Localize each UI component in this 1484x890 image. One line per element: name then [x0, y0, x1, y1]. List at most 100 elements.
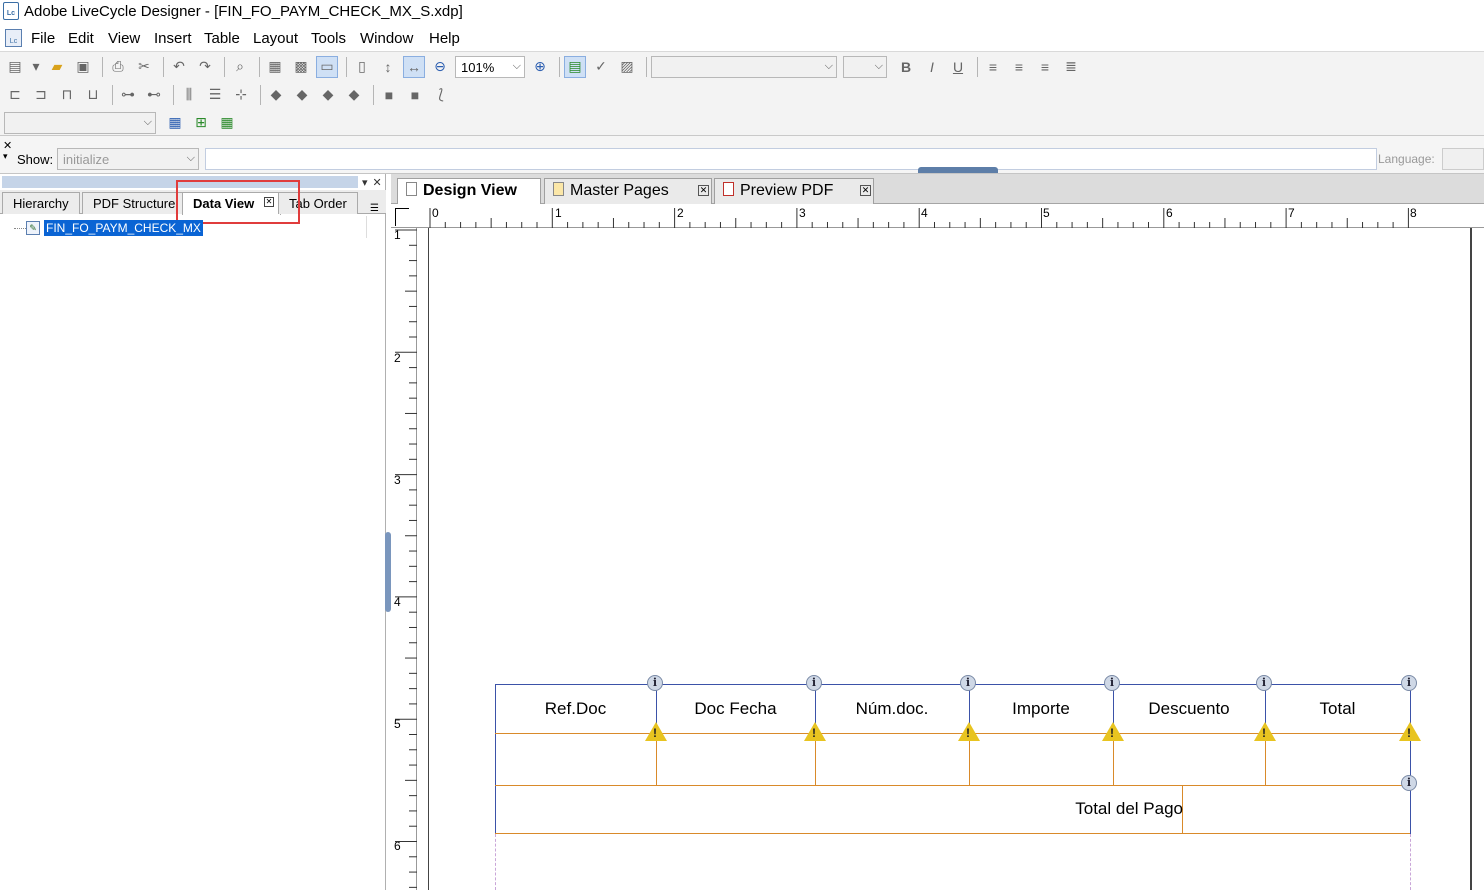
close-script-editor-icon[interactable]: ✕ [3, 140, 13, 152]
info-icon[interactable]: i [1401, 775, 1417, 791]
header-cell-importe[interactable]: Importe [969, 684, 1113, 733]
warning-icon[interactable]: ! [1102, 722, 1124, 741]
save-icon[interactable]: ▣ [76, 58, 90, 74]
insert-column-icon[interactable]: ▦ [220, 114, 234, 130]
tab-design-view[interactable]: Design View [397, 178, 541, 205]
menu-help[interactable]: Help [429, 30, 460, 47]
font-size-select[interactable]: ⌵ [843, 55, 887, 78]
tab-hierarchy[interactable]: Hierarchy [2, 192, 80, 214]
send-backward-icon[interactable]: ◆ [348, 86, 360, 102]
arrange-front-icon[interactable]: ◆ [270, 86, 282, 102]
collapse-icon[interactable]: ▾ [3, 151, 8, 161]
header-cell-descuento[interactable]: Descuento [1113, 684, 1265, 733]
redo-icon[interactable]: ↷ [199, 58, 211, 74]
menu-window[interactable]: Window [360, 30, 414, 47]
header-cell-doc-fecha[interactable]: Doc Fecha [656, 684, 815, 733]
tab-tab-order[interactable]: Tab Order [278, 192, 358, 214]
tab-master-pages[interactable]: Master Pages ✕ [544, 178, 712, 204]
style-select[interactable]: ⌵ [4, 111, 156, 134]
cut-icon[interactable]: ✂ [138, 58, 150, 74]
open-folder-icon[interactable]: ▰ [51, 58, 63, 74]
zoom-out-icon[interactable]: ⊖ [434, 58, 446, 74]
image-icon[interactable]: ▨ [620, 58, 634, 74]
tree-scrollbar[interactable] [366, 216, 382, 238]
page-icon[interactable]: ▯ [358, 58, 366, 74]
menu-insert[interactable]: Insert [154, 30, 192, 47]
palette-menu-close-icon[interactable]: ▾✕ [362, 177, 387, 189]
bold-icon[interactable]: B [900, 58, 912, 75]
warning-icon[interactable]: ! [1254, 722, 1276, 741]
insert-row-icon[interactable]: ⊞ [195, 114, 207, 130]
menu-file[interactable]: File [31, 30, 56, 47]
warning-icon[interactable]: ! [645, 722, 667, 741]
info-icon[interactable]: i [1104, 675, 1120, 691]
total-del-pago-value[interactable] [1183, 786, 1410, 833]
insert-table-icon[interactable]: ▦ [168, 114, 182, 130]
menu-tools[interactable]: Tools [311, 30, 347, 47]
header-cell-total[interactable]: Total [1265, 684, 1410, 733]
warning-icon[interactable]: ! [804, 722, 826, 741]
script-input[interactable] [205, 148, 1377, 170]
show-event-select[interactable]: initialize ⌵ [57, 148, 199, 170]
snap-grid-icon[interactable]: ▩ [294, 58, 308, 74]
align-right-edges-icon[interactable]: ⊐ [35, 86, 47, 102]
align-center-icon[interactable]: ≡ [1014, 58, 1024, 75]
find-icon[interactable]: ⌕ [236, 58, 244, 74]
body-cell-total[interactable] [1266, 734, 1410, 785]
body-cell-doc-fecha[interactable] [657, 734, 815, 785]
align-left-edges-icon[interactable]: ⊏ [9, 86, 21, 102]
close-tab-icon[interactable]: ✕ [264, 197, 274, 207]
align-left-icon[interactable]: ≡ [988, 58, 998, 75]
bring-forward-icon[interactable]: ◆ [322, 86, 334, 102]
arrange-back-icon[interactable]: ◆ [296, 86, 308, 102]
justify-icon[interactable]: ≣ [1065, 58, 1077, 74]
info-icon[interactable]: i [647, 675, 663, 691]
menu-edit[interactable]: Edit [68, 30, 94, 47]
italic-icon[interactable]: I [930, 58, 934, 75]
font-family-select[interactable]: ⌵ [651, 55, 837, 78]
align-right-icon[interactable]: ≡ [1040, 58, 1050, 75]
menu-table[interactable]: Table [204, 30, 240, 47]
tree-root-node[interactable]: FIN_FO_PAYM_CHECK_MX [44, 220, 203, 236]
check-script-icon[interactable]: ▤ [564, 55, 586, 78]
total-del-pago-label[interactable]: Total del Pago [1075, 799, 1183, 818]
body-cell-importe[interactable] [970, 734, 1113, 785]
new-dropdown-icon[interactable]: ▾ [32, 58, 40, 74]
body-cell-num-doc[interactable] [816, 734, 969, 785]
underline-icon[interactable]: U [952, 58, 964, 75]
fit-height-icon[interactable]: ↕ [384, 58, 392, 75]
new-document-icon[interactable]: ▤ [8, 58, 22, 74]
print-icon[interactable]: ⎙ [112, 58, 124, 74]
tab-data-view[interactable]: Data View [182, 192, 282, 215]
body-cell-ref-doc[interactable] [496, 734, 656, 785]
distribute-vertical-icon[interactable]: ☰ [208, 86, 222, 102]
close-tab-icon[interactable]: ✕ [698, 185, 709, 196]
zoom-in-icon[interactable]: ⊕ [534, 58, 546, 74]
same-size-icon[interactable]: ⟅ [438, 86, 444, 102]
distribute-horizontal-icon[interactable]: ⫼ [185, 86, 193, 102]
header-cell-num-doc[interactable]: Núm.doc. [815, 684, 969, 733]
splitter-handle[interactable] [918, 167, 998, 173]
tab-pdf-structure[interactable]: PDF Structure [82, 192, 187, 214]
align-bottom-edges-icon[interactable]: ⊔ [87, 86, 99, 102]
center-vertical-icon[interactable]: ⊷ [147, 86, 161, 102]
language-select[interactable] [1442, 148, 1484, 170]
menu-view[interactable]: View [108, 30, 141, 47]
palette-options-icon[interactable]: ☰ [370, 203, 379, 214]
fit-width-icon[interactable]: ↔ [403, 55, 425, 78]
menu-layout[interactable]: Layout [253, 30, 299, 47]
header-cell-ref-doc[interactable]: Ref.Doc [495, 684, 656, 733]
panel-splitter[interactable] [385, 532, 391, 612]
info-icon[interactable]: i [1401, 675, 1417, 691]
grid-icon[interactable]: ▦ [268, 58, 282, 74]
info-icon[interactable]: i [806, 675, 822, 691]
center-horizontal-icon[interactable]: ⊶ [121, 86, 135, 102]
same-height-icon[interactable]: ■ [410, 86, 420, 103]
align-top-edges-icon[interactable]: ⊓ [61, 86, 73, 102]
distribute-grid-icon[interactable]: ⊹ [235, 86, 247, 102]
close-tab-icon[interactable]: ✕ [860, 185, 871, 196]
tab-preview-pdf[interactable]: Preview PDF ✕ [714, 178, 874, 204]
same-width-icon[interactable]: ■ [384, 86, 394, 103]
document-menu-icon[interactable]: Lc [5, 29, 22, 47]
info-icon[interactable]: i [1256, 675, 1272, 691]
